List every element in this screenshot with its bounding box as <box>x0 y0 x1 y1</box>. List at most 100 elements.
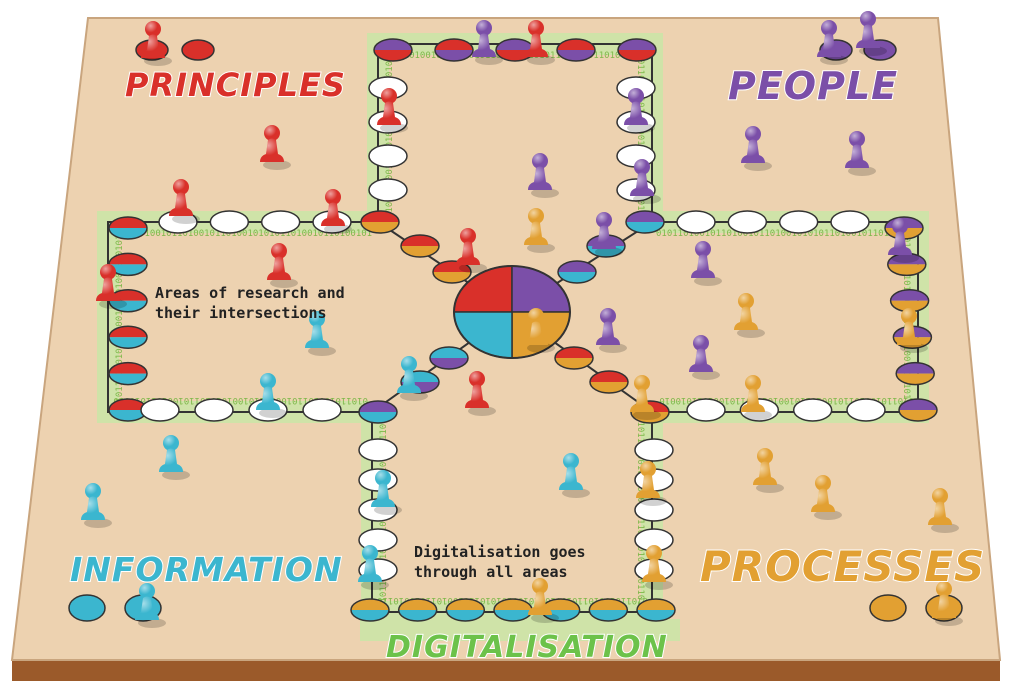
board-space <box>108 325 148 349</box>
board-space <box>636 598 676 622</box>
board-space <box>634 498 674 522</box>
board-space <box>194 398 234 422</box>
board-space <box>108 361 148 386</box>
information-title: INFORMATION <box>69 549 343 590</box>
orange-pawn <box>528 578 559 623</box>
board-space <box>895 361 935 386</box>
board-space <box>209 210 250 234</box>
red-pawn <box>465 371 496 416</box>
people-title: PEOPLE <box>727 63 899 109</box>
pawns <box>81 11 963 628</box>
center-rim <box>453 265 571 359</box>
board-space <box>368 144 408 168</box>
digitalisation-note: Digitalisation goes through all areas <box>414 543 586 581</box>
binary-digits: 0101101001011010010110100101010110100101… <box>659 395 914 405</box>
orange-pawn <box>753 448 784 493</box>
board-space <box>727 210 768 234</box>
board-space <box>588 598 629 622</box>
purple-pawn <box>630 159 661 204</box>
board-space <box>108 216 148 240</box>
purple-pawn <box>817 20 848 65</box>
board-space <box>181 39 215 61</box>
orange-pawn <box>928 488 959 533</box>
orange-pawn <box>630 375 661 420</box>
orange-pawn <box>642 545 673 590</box>
blue-pawn <box>81 483 112 528</box>
center-disc[interactable] <box>453 265 571 359</box>
board-space <box>495 38 535 62</box>
board-space <box>400 234 440 258</box>
purple-pawn <box>741 126 772 171</box>
purple-pawn <box>624 88 655 133</box>
board-space <box>358 438 398 462</box>
board-space <box>557 260 597 284</box>
red-pawn <box>524 20 555 65</box>
binary-digits: 0101101001011010010110100101010110100101… <box>656 229 911 239</box>
blue-pawn <box>159 435 190 480</box>
blue-pawn <box>559 453 590 498</box>
blue-pawn <box>305 311 336 356</box>
orange-pawn <box>524 308 555 353</box>
board-space <box>617 38 657 62</box>
board-space <box>589 370 629 394</box>
board-space <box>350 598 390 622</box>
orange-pawn <box>811 475 842 520</box>
purple-pawn <box>528 153 559 198</box>
board-space <box>368 178 408 202</box>
purple-pawn <box>472 20 503 65</box>
purple-pawn <box>691 241 722 286</box>
board-space <box>676 210 716 234</box>
red-pawn <box>141 21 172 66</box>
board-space <box>260 210 301 234</box>
orange-pawn <box>741 375 772 420</box>
orange-pawn <box>932 581 963 626</box>
board-edge <box>12 660 1000 681</box>
blue-pawn <box>358 545 389 590</box>
board-space <box>108 398 148 422</box>
red-pawn <box>267 243 298 288</box>
board-space <box>397 598 438 622</box>
board-space <box>634 438 674 462</box>
board-space <box>830 210 870 234</box>
principles-title: PRINCIPLES <box>124 65 346 105</box>
board-space <box>792 398 833 422</box>
board-space <box>373 38 413 62</box>
orange-pawn <box>734 293 765 338</box>
board-space <box>686 398 726 422</box>
board-space <box>869 594 907 622</box>
purple-pawn <box>856 11 887 56</box>
red-pawn <box>169 179 200 224</box>
purple-pawn <box>845 131 876 176</box>
red-pawn <box>456 228 487 273</box>
board-space <box>778 210 819 234</box>
board-space <box>302 398 342 422</box>
board-space <box>445 598 486 622</box>
red-pawn <box>260 125 291 170</box>
red-pawn <box>321 189 352 234</box>
board-space <box>556 38 596 62</box>
board-space <box>360 210 400 234</box>
purple-pawn <box>592 212 623 257</box>
board-space <box>493 598 533 622</box>
board-space <box>898 398 938 422</box>
blue-pawn <box>397 356 428 401</box>
board-space <box>358 400 398 424</box>
orange-pawn <box>897 308 928 353</box>
board-space <box>108 252 148 277</box>
processes-title: PROCESSES <box>699 541 986 592</box>
purple-pawn <box>596 308 627 353</box>
blue-pawn <box>371 470 402 515</box>
red-pawn <box>96 264 127 309</box>
orange-pawn <box>636 461 667 506</box>
board-space <box>887 252 927 277</box>
board-space <box>140 398 180 422</box>
binary-digits: 0101101001011010010110100101010 <box>385 50 395 218</box>
purple-pawn <box>888 218 919 263</box>
orange-pawn <box>524 208 555 253</box>
blue-pawn <box>135 583 166 628</box>
digitalisation-title: DIGITALISATION <box>385 629 668 666</box>
binary-digits: 0101101001011010010110100101010110100101… <box>112 229 372 239</box>
board-space <box>429 346 469 370</box>
